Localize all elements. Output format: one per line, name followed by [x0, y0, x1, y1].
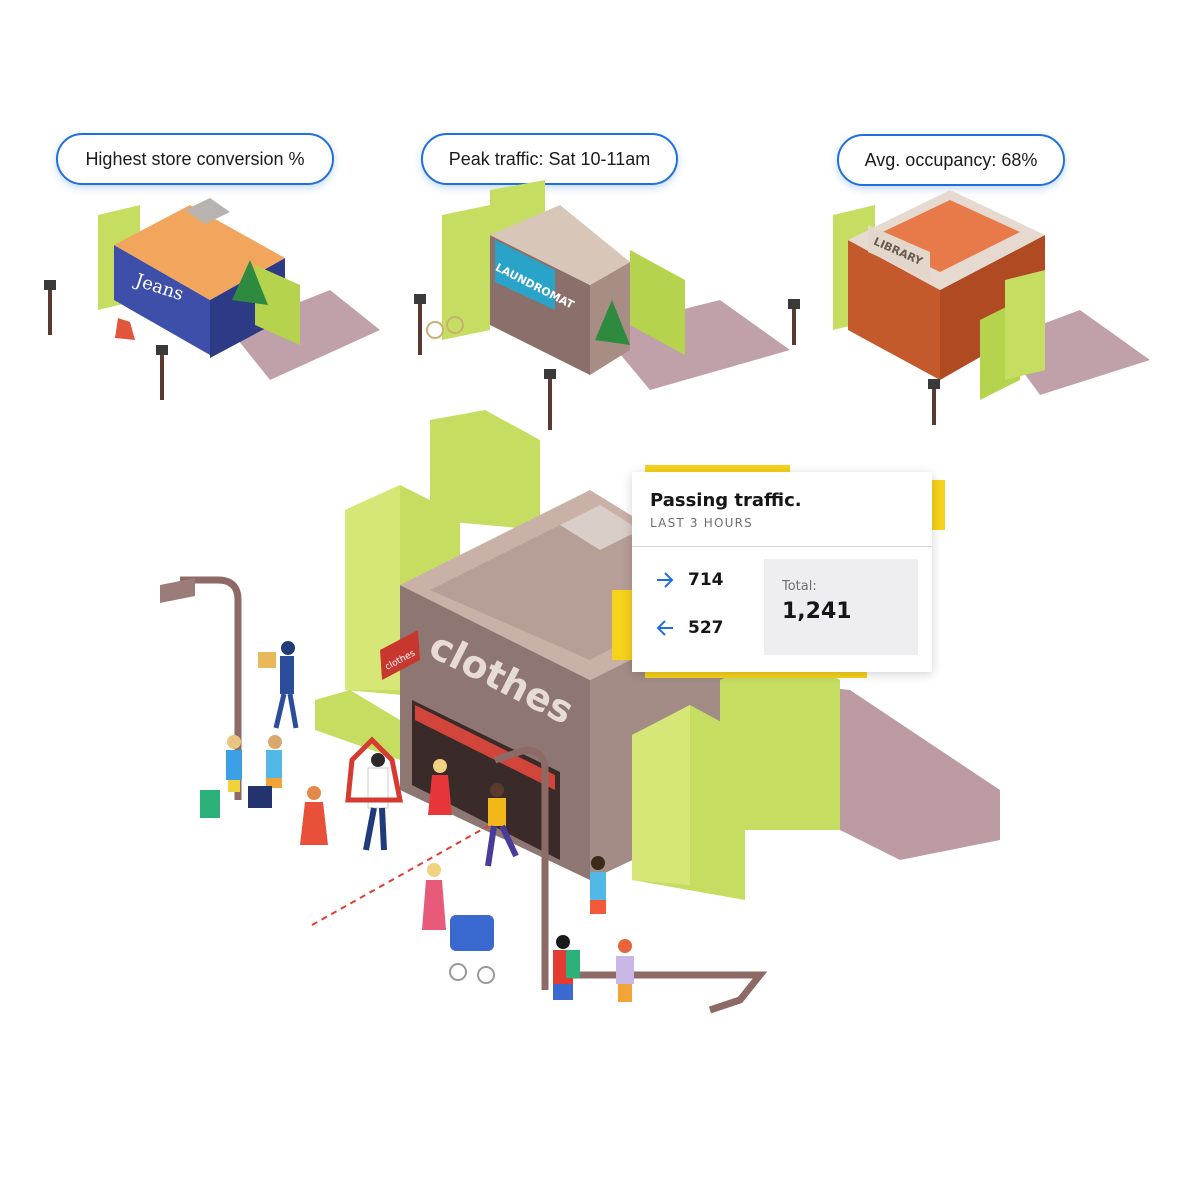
- total-box: Total: 1,241: [764, 559, 918, 655]
- inbound-row: 714: [654, 569, 724, 591]
- jeans-store-building: Jeans: [44, 198, 380, 400]
- total-label: Total:: [782, 579, 817, 594]
- arrow-left-icon: [656, 620, 673, 636]
- outbound-count: 527: [688, 618, 724, 638]
- inbound-count: 714: [688, 570, 724, 590]
- card-divider: [632, 546, 932, 547]
- library-building: LIBRARY: [788, 190, 1150, 425]
- highlight-left: [612, 590, 634, 660]
- callout-conversion-text: Highest store conversion %: [85, 148, 305, 169]
- highlight-right: [932, 480, 945, 530]
- highlight-top: [645, 465, 790, 473]
- callout-occupancy: Avg. occupancy: 68%: [837, 134, 1065, 186]
- people-crowd: [200, 641, 634, 1002]
- callout-peak-traffic: Peak traffic: Sat 10-11am: [421, 133, 678, 185]
- outbound-row: 527: [654, 617, 724, 639]
- card-title: Passing traffic.: [650, 490, 802, 511]
- street-lamps: [160, 576, 768, 1014]
- arrow-right-icon: [657, 572, 674, 588]
- highlight-bottom: [645, 671, 867, 678]
- laundromat-building: LAUNDROMAT: [414, 180, 790, 430]
- passing-traffic-card: Passing traffic. LAST 3 HOURS 714 527 To…: [632, 472, 932, 672]
- total-value: 1,241: [782, 599, 852, 624]
- dashed-path-line: [311, 824, 491, 926]
- callout-conversion: Highest store conversion %: [56, 133, 334, 185]
- callout-occupancy-text: Avg. occupancy: 68%: [864, 149, 1038, 170]
- callout-peak-traffic-text: Peak traffic: Sat 10-11am: [448, 148, 651, 169]
- card-subtitle: LAST 3 HOURS: [650, 516, 753, 530]
